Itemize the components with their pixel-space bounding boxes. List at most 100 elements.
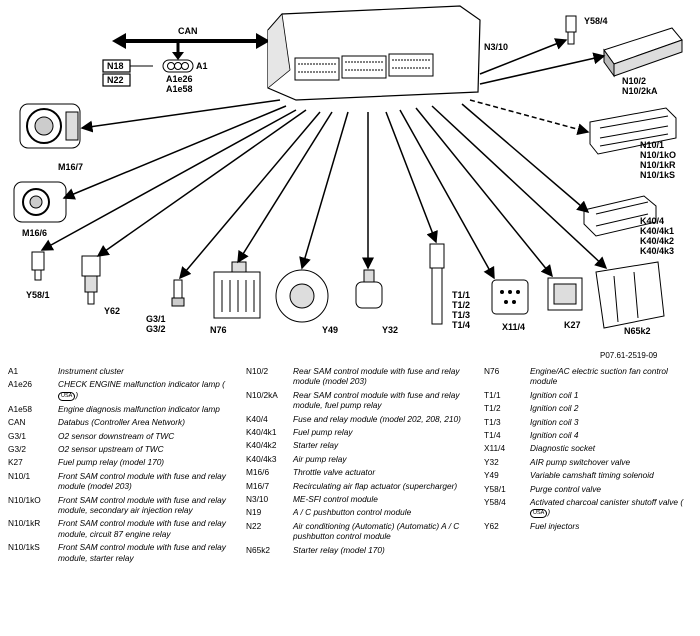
n65k2-module-icon — [595, 261, 665, 329]
t1-2-label: T1/2 — [452, 300, 470, 310]
legend-entry: N10/1kR Front SAM control module with fus… — [8, 518, 233, 539]
t1-3-label: T1/3 — [452, 310, 470, 320]
legend-description-text: Air pump relay — [293, 453, 347, 464]
a1e58-label: A1e58 — [166, 84, 193, 94]
legend-code: N10/2 — [246, 366, 269, 376]
legend-code: G3/2 — [8, 444, 26, 455]
legend-description: Front SAM control module with fuse and r… — [58, 542, 233, 563]
legend-description: ME-SFI control module — [293, 494, 461, 504]
legend-code: N10/2kA — [246, 389, 278, 400]
legend-code: Y58/4 — [484, 497, 506, 508]
y32-label: Y32 — [382, 325, 398, 335]
n10-1-module-icon — [589, 107, 677, 155]
legend-description: Front SAM control module with fuse and r… — [58, 471, 233, 492]
x11-4-label: X11/4 — [502, 322, 525, 332]
legend-description: Front SAM control module with fuse and r… — [58, 495, 233, 516]
legend-description-text: AIR pump switchover valve — [530, 456, 631, 467]
m16-6-label: M16/6 — [22, 228, 47, 238]
a1-label: A1 — [196, 61, 208, 71]
legend-description: CHECK ENGINE malfunction indicator lamp … — [58, 379, 225, 401]
legend-entry: G3/2 O2 sensor upstream of TWC — [8, 444, 233, 454]
n10-2-label: N10/2 — [622, 76, 646, 86]
legend-description-text: Starter relay — [293, 440, 339, 451]
g3-2-label: G3/2 — [146, 324, 166, 334]
legend-code: G3/1 — [8, 430, 26, 441]
n22-box — [102, 73, 131, 87]
legend-description: Engine/AC electric suction fan control m… — [530, 366, 694, 387]
legend-description-text: Recirculating air flap actuator (superch… — [293, 480, 458, 491]
x11-4-socket-icon — [491, 279, 529, 315]
legend-description: Diagnostic socket — [530, 443, 694, 453]
legend-entry: N10/2 Rear SAM control module with fuse a… — [246, 366, 461, 387]
legend-description-text: Front SAM control module with fuse and r… — [58, 470, 226, 492]
a1e26-label: A1e26 — [166, 74, 193, 84]
legend-code: N10/1 — [8, 470, 31, 481]
legend-description-text: Engine diagnosis malfunction indicator l… — [58, 403, 220, 414]
y58-1-valve-icon — [31, 251, 45, 281]
g3-1-label: G3/1 — [146, 314, 166, 324]
legend-description: Variable camshaft timing solenoid — [530, 470, 694, 480]
legend-description: Throttle valve actuator — [293, 467, 461, 477]
can-label: CAN — [178, 26, 198, 36]
y62-label: Y62 — [104, 306, 120, 316]
o2-sensor-icon — [171, 279, 185, 307]
legend-description: AIR pump switchover valve — [530, 457, 694, 467]
legend-column-2: N10/2 Rear SAM control module with fuse a… — [246, 366, 461, 558]
y49-solenoid-icon — [275, 269, 329, 323]
legend-description-text: Engine/AC electric suction fan control m… — [530, 366, 668, 387]
legend-description-text: Fuel injectors — [530, 521, 580, 532]
figure-id: P07.61-2519-09 — [600, 351, 658, 360]
legend-description-text: Ignition coil 1 — [530, 389, 579, 400]
legend-description: Engine diagnosis malfunction indicator l… — [58, 404, 233, 414]
legend-code: T1/1 — [484, 389, 501, 400]
legend-description: Rear SAM control module with fuse and re… — [293, 366, 461, 387]
legend-description-text: ME-SFI control module — [293, 494, 378, 505]
legend-entry: M16/6 Throttle valve actuator — [246, 467, 461, 477]
legend-description-text: Fuse and relay module (model 202, 208, 2… — [293, 413, 461, 424]
legend-description-text: Starter relay (model 170) — [293, 544, 385, 555]
legend-description-text: O2 sensor upstream of TWC — [58, 444, 164, 455]
legend-description: Databus (Controller Area Network) — [58, 417, 233, 427]
y62-injector-icon — [81, 255, 101, 305]
legend-description-text: Ignition coil 3 — [530, 416, 579, 427]
legend-description-text: Databus (Controller Area Network) — [58, 417, 185, 428]
n22-label: N22 — [107, 75, 124, 85]
legend-description-text: Diagnostic socket — [530, 443, 596, 454]
usa-badge-icon: USA — [58, 391, 76, 401]
legend-description: Fuel pump relay (model 170) — [58, 457, 233, 467]
legend-description-text: Throttle valve actuator — [293, 467, 376, 478]
legend-description-text: Fuel pump relay — [293, 427, 353, 438]
legend-description-text: CHECK ENGINE malfunction indicator lamp … — [58, 379, 225, 390]
legend-description-text: Fuel pump relay (model 170) — [58, 457, 165, 468]
m16-7-label: M16/7 — [58, 162, 83, 172]
legend-code: N10/1kR — [8, 518, 41, 529]
legend-description: A / C pushbutton control module — [293, 507, 461, 517]
legend-description: Starter relay — [293, 440, 461, 450]
m16-7-actuator-icon — [19, 103, 81, 149]
t1-4-label: T1/4 — [452, 320, 470, 330]
n76-module-icon — [213, 261, 261, 319]
legend-description: Ignition coil 2 — [530, 403, 694, 413]
legend-code: N19 — [246, 507, 262, 518]
legend-code: N65k2 — [246, 544, 270, 555]
legend-description-text: Front SAM control module with fuse and r… — [58, 518, 226, 539]
legend-description-text: Instrument cluster — [58, 366, 124, 376]
legend-code: M16/6 — [246, 467, 270, 478]
legend-description-text: Front SAM control module with fuse and r… — [58, 542, 226, 563]
legend-code: K27 — [8, 457, 23, 468]
k27-label: K27 — [564, 320, 581, 330]
n10-2ka-label: N10/2kA — [622, 86, 658, 96]
